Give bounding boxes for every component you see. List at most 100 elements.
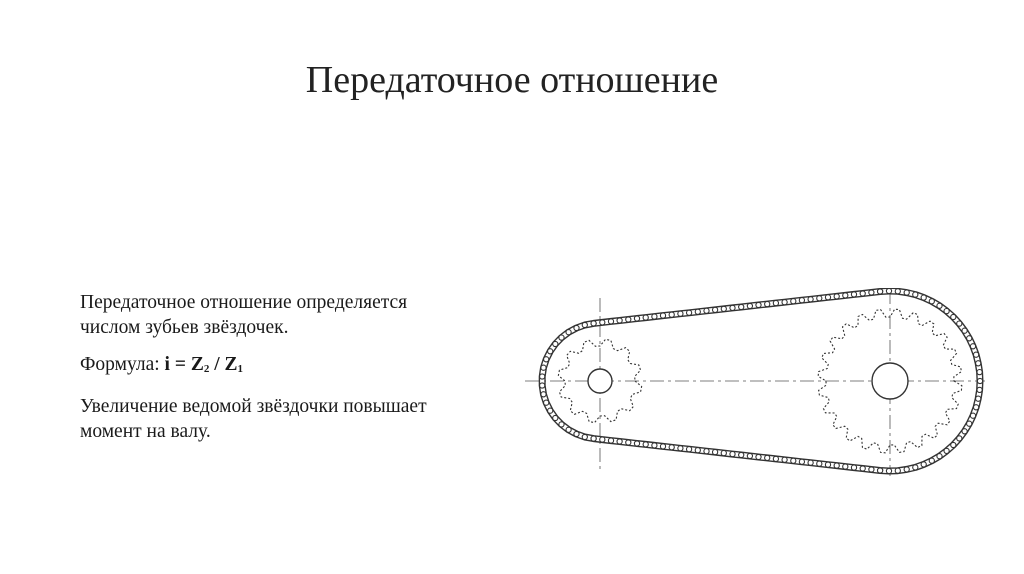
paragraph-formula: Формула: i = Z2 / Z1 — [80, 352, 440, 382]
chain-roller — [969, 412, 977, 419]
chain-roller — [694, 447, 701, 454]
chain-roller — [694, 308, 701, 315]
chain-roller — [966, 420, 973, 427]
chain-roller — [616, 317, 623, 324]
chain-roller — [659, 312, 667, 319]
paragraph-effect: Увеличение ведомой звёздочки повышает мо… — [80, 396, 427, 442]
chain-roller — [703, 448, 710, 455]
paragraph-definition: Передаточное отношение определяется числ… — [80, 292, 408, 338]
chain-roller — [920, 294, 927, 301]
chain-roller — [798, 458, 806, 465]
chain-roller — [642, 314, 649, 321]
chain-roller — [540, 364, 547, 371]
chain-roller — [972, 404, 980, 411]
chain-roller — [976, 368, 983, 376]
chain — [538, 288, 984, 475]
formula-z1: Z1 — [224, 354, 244, 375]
chain-roller — [920, 461, 927, 468]
large-sprocket-teeth — [817, 308, 963, 454]
chain-roller — [961, 428, 968, 435]
chain-roller — [659, 443, 667, 450]
chain-roller — [685, 446, 693, 453]
chain-roller — [677, 310, 684, 317]
chain-roller — [599, 436, 606, 443]
chain-roller — [711, 306, 719, 314]
chain-roller — [975, 395, 982, 402]
chain-roller — [539, 382, 546, 389]
chain-roller — [956, 320, 963, 327]
chain-roller — [607, 318, 615, 325]
chain-roller — [764, 454, 771, 462]
chain-roller — [558, 421, 565, 428]
chain-roller — [573, 324, 580, 332]
chain-roller — [651, 442, 658, 449]
sprockets — [557, 308, 963, 454]
chain-roller — [936, 302, 943, 309]
chain-roller — [969, 343, 977, 350]
chain-roller — [607, 437, 615, 444]
chain-roller — [772, 455, 780, 463]
formula-z2: Z2 — [190, 354, 210, 375]
chain-roller — [581, 433, 588, 441]
chain-roller — [677, 445, 684, 452]
chain-roller — [711, 448, 719, 456]
chain-roller — [903, 466, 910, 473]
chain-roller — [824, 294, 832, 301]
chain-roller — [581, 321, 588, 329]
chain-roller — [540, 391, 547, 398]
chain-roller — [651, 313, 658, 320]
body-text: Передаточное отношение определяется числ… — [80, 290, 440, 456]
chain-roller — [859, 465, 866, 472]
chain-roller — [850, 291, 858, 298]
chain-roller — [894, 288, 901, 295]
chain-roller — [790, 457, 797, 464]
chain-roller — [833, 462, 840, 469]
chain-roller — [772, 299, 780, 307]
chain-roller — [943, 307, 950, 315]
chain-roller — [833, 293, 840, 300]
chain-roller — [547, 407, 554, 414]
chain-roller — [552, 414, 559, 422]
chain-roller — [936, 453, 943, 460]
slide-title: Передаточное отношение — [305, 59, 719, 101]
chain-roller — [642, 441, 649, 448]
chain-roller — [824, 461, 832, 468]
chain-roller — [738, 303, 745, 311]
chain-roller — [729, 450, 736, 458]
chain-roller — [633, 440, 641, 447]
chain-roller — [842, 463, 849, 470]
chain-roller — [885, 467, 893, 475]
chain-roller — [668, 444, 675, 451]
chain-roller — [685, 309, 693, 316]
chain-roller — [729, 304, 736, 312]
chain-roller — [868, 289, 875, 296]
chain-roller — [966, 335, 973, 342]
chain-roller — [543, 356, 550, 363]
chain-roller — [755, 301, 762, 309]
chain-roller — [633, 315, 641, 322]
chain-roller — [876, 467, 884, 474]
chain-roller — [781, 456, 788, 463]
chain-roller — [876, 288, 884, 295]
chain-drive-diagram — [525, 288, 985, 476]
formula-slash: / — [214, 354, 220, 375]
chain-roller — [539, 373, 546, 380]
small-sprocket-bore — [587, 368, 613, 394]
chain-roller — [950, 441, 957, 449]
chain-roller — [547, 348, 554, 355]
chain-roller — [746, 302, 754, 310]
chain-roller — [903, 289, 910, 296]
chain-roller — [885, 288, 893, 295]
chain-roller — [781, 299, 788, 306]
chain-roller — [720, 305, 727, 313]
chain-roller — [590, 435, 597, 442]
chain-roller — [565, 426, 572, 433]
chain-roller — [950, 313, 957, 321]
chain-roller — [746, 452, 754, 460]
chain-roller — [975, 360, 982, 367]
chain-roller — [868, 466, 875, 473]
formula-i: i = — [164, 354, 186, 375]
chain-roller — [590, 320, 597, 327]
chain-roller — [961, 327, 968, 334]
chain-roller — [816, 460, 823, 467]
